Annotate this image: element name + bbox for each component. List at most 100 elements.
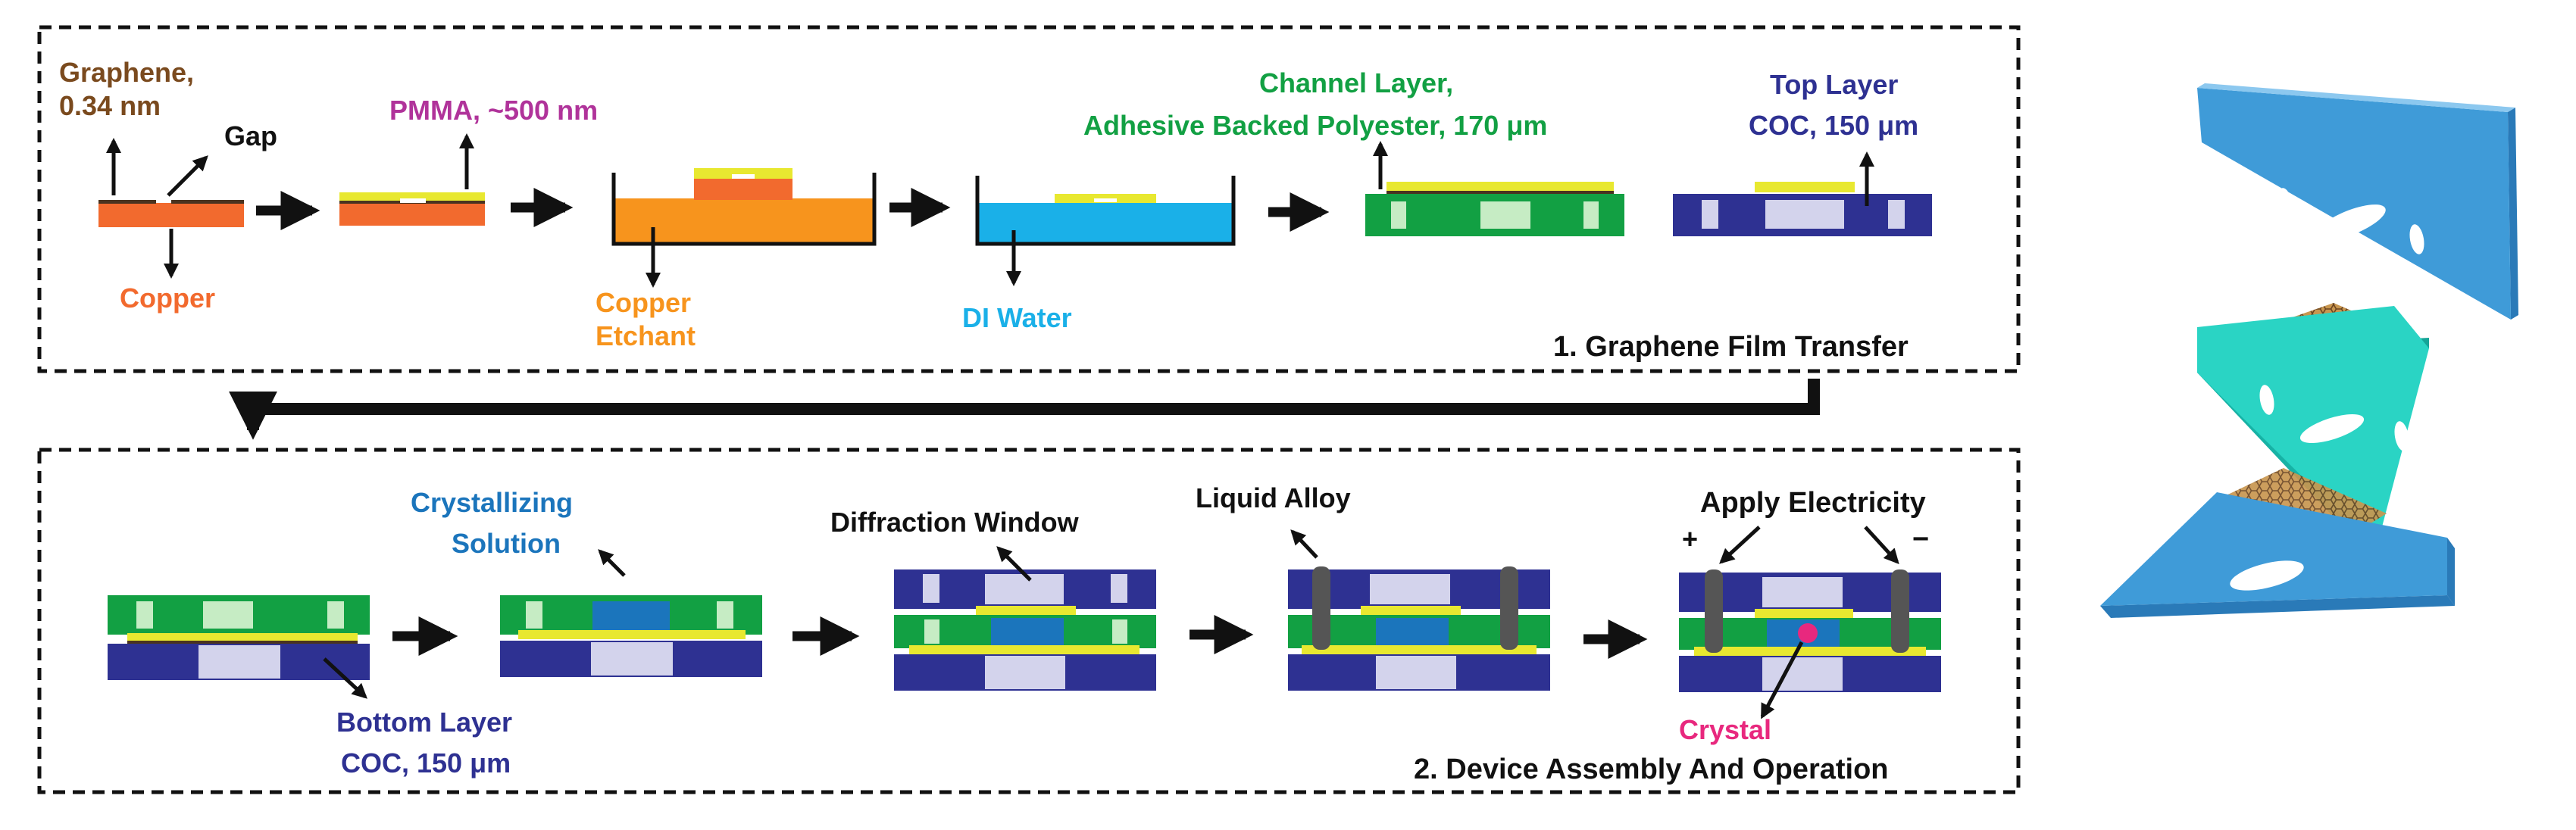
plate-hole xyxy=(2277,188,2293,218)
diffraction-window-label: Diffraction Window xyxy=(830,507,1080,538)
liquid-alloy-label: Liquid Alloy xyxy=(1196,482,1351,513)
bath-container xyxy=(975,176,1236,246)
pmma-film xyxy=(1361,606,1461,615)
gap-window xyxy=(400,198,426,203)
alloy-arrow xyxy=(1290,529,1318,559)
pmma-film xyxy=(1755,609,1853,618)
liquid-alloy-electrode xyxy=(1312,566,1330,650)
solution xyxy=(991,618,1064,645)
pmma-film xyxy=(1302,645,1537,654)
window xyxy=(1480,201,1530,229)
pmma-film xyxy=(518,630,746,639)
step-channel-layer xyxy=(1365,141,1624,236)
pmma-film xyxy=(1386,182,1614,191)
window xyxy=(1888,200,1905,229)
section2-title: 2. Device Assembly And Operation xyxy=(1414,754,1889,785)
pmma-film xyxy=(1694,647,1926,656)
pmma-film xyxy=(694,168,792,179)
window xyxy=(1111,574,1127,603)
section2-frame xyxy=(37,448,2021,794)
exploded-device-view xyxy=(2100,83,2518,618)
window xyxy=(924,619,939,644)
channel-layer-label: Channel Layer, Adhesive Backed Polyester… xyxy=(1083,67,1547,141)
plus-electricity-arrow xyxy=(1719,526,1761,564)
copper-label: Copper xyxy=(120,282,215,314)
etchant-liquid xyxy=(615,198,873,242)
crystal-dot xyxy=(1798,623,1818,643)
window xyxy=(1583,201,1599,229)
window xyxy=(1112,619,1127,644)
section-connector-arrow xyxy=(229,379,1820,440)
top-plate xyxy=(2197,83,2518,320)
plus-sign: + xyxy=(1682,523,1698,554)
di-water-label: DI Water xyxy=(962,302,1072,333)
window xyxy=(136,601,153,629)
window xyxy=(203,601,253,629)
apply-electricity-label: Apply Electricity xyxy=(1700,487,1926,519)
window xyxy=(1370,574,1450,604)
window xyxy=(1762,577,1843,607)
bottom-plate xyxy=(2100,492,2455,618)
top-layer-label: Top Layer COC, 150 μm xyxy=(1749,69,1918,141)
step-top-layer xyxy=(1673,151,1932,236)
copper-foil xyxy=(694,179,792,200)
section1-frame xyxy=(37,25,2021,373)
section1-title: 1. Graphene Film Transfer xyxy=(1553,331,1909,363)
gap-window xyxy=(732,174,755,179)
plate-hole xyxy=(2259,385,2274,415)
plate-hole xyxy=(2409,224,2424,254)
graphene-film xyxy=(1386,191,1614,194)
step-pmma-coating xyxy=(339,133,485,226)
crystal-label: Crystal xyxy=(1679,714,1771,745)
liquid-alloy-electrode xyxy=(1705,569,1723,653)
step-di-water xyxy=(975,176,1236,286)
crystal-arrow xyxy=(1760,641,1804,719)
water-liquid xyxy=(979,203,1232,242)
step-diffraction-window xyxy=(894,546,1156,691)
graphene-film xyxy=(98,200,156,204)
window xyxy=(1702,200,1718,229)
window xyxy=(199,645,280,679)
diffraction-arrow xyxy=(996,546,1032,582)
liquid-alloy-electrode xyxy=(1891,569,1909,653)
plate-hole xyxy=(2230,560,2304,591)
step-graphene-on-copper xyxy=(98,138,244,279)
pmma-film xyxy=(976,606,1076,615)
window xyxy=(526,601,542,629)
copper-etchant-label: Copper Etchant xyxy=(596,287,699,351)
solution-arrow xyxy=(598,549,626,577)
graphene-film xyxy=(127,641,358,644)
bottom-layer-label: Bottom Layer COC, 150 μm xyxy=(336,707,520,779)
gap-label: Gap xyxy=(224,120,277,151)
liquid-alloy-electrode xyxy=(1500,566,1518,650)
step-bottom-layer xyxy=(108,595,370,699)
solution xyxy=(1376,618,1449,645)
pmma-film xyxy=(1755,182,1855,192)
gap-arrow xyxy=(167,155,208,197)
graphene-film xyxy=(171,200,244,204)
pmma-film xyxy=(127,633,358,641)
window xyxy=(717,601,733,629)
window xyxy=(923,574,939,603)
solution xyxy=(592,601,670,630)
minus-sign: − xyxy=(1912,523,1929,555)
plate-hole xyxy=(2394,421,2409,451)
pmma-label: PMMA, ~500 nm xyxy=(389,95,598,126)
window xyxy=(1762,657,1843,691)
step-copper-etchant xyxy=(611,168,877,288)
crystallizing-solution-label: Crystallizing Solution xyxy=(411,487,580,559)
step-crystallizing-solution xyxy=(500,549,762,677)
step-liquid-alloy xyxy=(1288,529,1550,691)
window xyxy=(591,642,673,676)
pmma-film xyxy=(339,192,485,201)
plate-hole xyxy=(2315,204,2386,241)
window xyxy=(1765,200,1844,229)
plate-hole xyxy=(2299,413,2365,444)
window xyxy=(985,574,1064,604)
bath-container xyxy=(611,173,877,246)
bottom-layer-arrow xyxy=(323,657,367,699)
gap-window xyxy=(1094,198,1117,202)
window xyxy=(327,601,344,629)
pmma-film xyxy=(909,645,1140,654)
